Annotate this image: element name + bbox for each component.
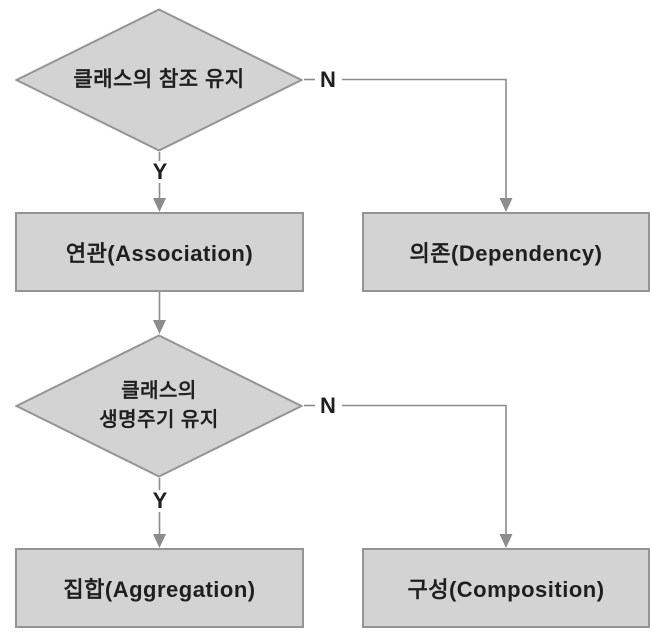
node-label: 집합(Aggregation) [63,577,256,602]
node-aggregation: 집합(Aggregation) [15,548,304,628]
node-label: 연관(Association) [65,241,254,266]
decision2-yes-label: Y [150,488,170,513]
node-label: 의존(Dependency) [409,241,603,266]
decision1-yes-label: Y [150,159,170,184]
decision-class-lifecycle: 클래스의 생명주기 유지 [15,334,303,478]
arrowhead-down-icon [153,534,166,548]
decision-class-reference: 클래스의 참조 유지 [15,8,303,152]
arrowhead-down-icon [499,198,513,212]
node-label: 구성(Composition) [407,577,605,602]
diamond-shape-icon [15,334,303,478]
arrowhead-down-icon [153,320,166,334]
node-association: 연관(Association) [15,212,304,292]
connector-line [342,78,507,198]
node-dependency: 의존(Dependency) [362,212,650,292]
decision-label: 클래스의 생명주기 유지 [99,380,219,431]
decision1-no-label: N [318,67,338,92]
decision-label: 클래스의 참조 유지 [73,67,245,91]
arrowhead-down-icon [153,198,166,212]
diamond-shape-icon [15,8,303,152]
arrowhead-down-icon [499,534,513,548]
node-composition: 구성(Composition) [362,548,650,628]
decision2-no-label: N [318,393,338,418]
connector-line [342,404,507,534]
